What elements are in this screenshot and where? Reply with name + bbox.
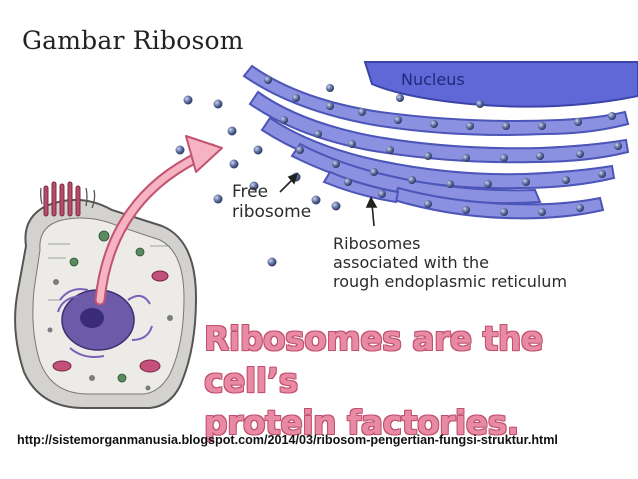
free-ribosome-label: Free ribosome <box>232 184 322 224</box>
source-url[interactable]: http://sistemorganmanusia.blogspot.com/2… <box>17 433 558 447</box>
headline-line: Ribosomes are the cell’s <box>204 318 638 402</box>
rer-ribosomes-label-line: associated with the <box>333 255 603 271</box>
rer-ribosomes-label: Ribosomes associated with the rough endo… <box>333 236 603 293</box>
rer-pointer <box>367 198 376 226</box>
rer-ribosomes-label-line: Ribosomes <box>333 236 603 252</box>
free-ribosome-label-line: Free <box>232 184 322 201</box>
rer-ribosomes-label-line: rough endoplasmic reticulum <box>333 274 603 290</box>
headline: Ribosomes are the cell’s protein factori… <box>204 318 638 444</box>
free-ribosome-label-line: ribosome <box>232 204 322 221</box>
nucleus-label: Nucleus <box>401 70 465 89</box>
